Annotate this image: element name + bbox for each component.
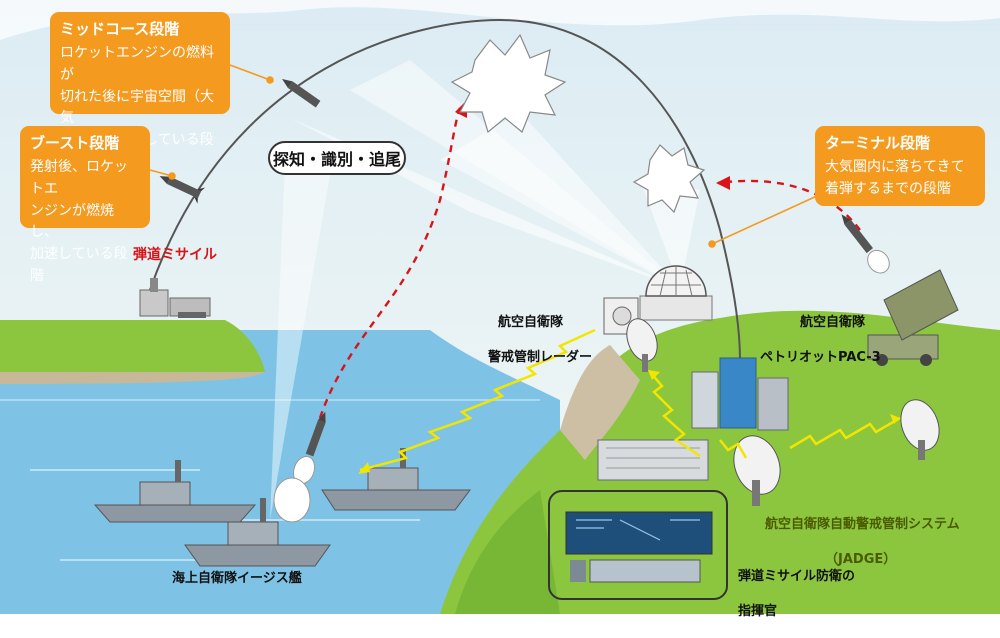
detect-track-pill: 探知・識別・追尾 bbox=[268, 141, 406, 175]
commander-label-line1: 弾道ミサイル防衛の bbox=[738, 568, 856, 584]
datalink-lines bbox=[359, 328, 901, 472]
radar-dish-icon bbox=[900, 399, 940, 460]
missile-icon bbox=[282, 78, 321, 108]
aegis-beam bbox=[270, 160, 330, 520]
ballistic-missile-label: 弾道ミサイル bbox=[133, 247, 217, 263]
building-icon bbox=[597, 357, 789, 481]
boost-heading: ブースト段階 bbox=[30, 134, 120, 152]
aegis-ship-icon bbox=[184, 477, 331, 567]
missile-icon bbox=[841, 214, 890, 274]
aegis-label: 海上自衛隊イージス艦 bbox=[172, 571, 302, 586]
midcourse-heading: ミッドコース段階 bbox=[60, 20, 180, 38]
pac3-label-line2: ペトリオットPAC-3 bbox=[760, 349, 881, 365]
radar-label-line2: 警戒管制レーダー bbox=[488, 349, 593, 365]
command-center-bubble bbox=[548, 490, 728, 600]
pac3-launcher-icon bbox=[867, 269, 959, 366]
monitor-icon bbox=[565, 511, 713, 583]
boost-body: 発射後、ロケットエ ンジンが燃焼し、 加速している段階 bbox=[30, 159, 128, 284]
aegis-ship-icon bbox=[93, 460, 257, 523]
radar-dish-icon bbox=[733, 435, 781, 506]
missile-icon bbox=[293, 411, 326, 485]
midcourse-callout: ミッドコース段階 ロケットエンジンの燃料が 切れた後に宇宙空間（大気 圏外）を飛… bbox=[50, 12, 230, 170]
sm3-intercept-path bbox=[318, 107, 462, 419]
pac3-label: 航空自衛隊 ペトリオットPAC-3 bbox=[760, 296, 881, 384]
radar-label: 航空自衛隊 警戒管制レーダー bbox=[488, 296, 592, 384]
explosion-icon bbox=[450, 33, 567, 134]
aegis-ship-icon bbox=[321, 448, 471, 511]
left-land bbox=[0, 320, 265, 372]
jadge-label-line2: （JADGE） bbox=[825, 551, 897, 567]
pac3-label-line1: 航空自衛隊 bbox=[800, 314, 866, 330]
explosion-icon bbox=[632, 144, 706, 214]
trajectory-arc bbox=[149, 18, 741, 361]
terminal-body: 大気圏内に落ちてきて 着弾するまでの段階 bbox=[825, 159, 965, 197]
radar-dome-icon bbox=[639, 265, 713, 321]
commander-label: 弾道ミサイル防衛の 指揮官 bbox=[738, 550, 855, 638]
launcher-icon bbox=[139, 278, 211, 318]
jadge-label: 航空自衛隊自動警戒管制システム （JADGE） bbox=[765, 498, 960, 586]
jadge-label-line1: 航空自衛隊自動警戒管制システム bbox=[765, 516, 960, 532]
bmd-diagram bbox=[0, 0, 1000, 614]
terminal-heading: ターミナル段階 bbox=[825, 134, 931, 152]
missile-icon bbox=[159, 176, 206, 204]
boost-callout: ブースト段階 発射後、ロケットエ ンジンが燃焼し、 加速している段階 bbox=[20, 126, 150, 284]
radar-dish-icon bbox=[626, 318, 658, 372]
radar-label-line1: 航空自衛隊 bbox=[498, 314, 564, 330]
commander-label-line2: 指揮官 bbox=[738, 603, 778, 619]
callout-leaders bbox=[149, 64, 831, 248]
pac3-intercept-path bbox=[717, 179, 861, 231]
terminal-callout: ターミナル段階 大気圏内に落ちてきて 着弾するまでの段階 bbox=[815, 126, 985, 206]
